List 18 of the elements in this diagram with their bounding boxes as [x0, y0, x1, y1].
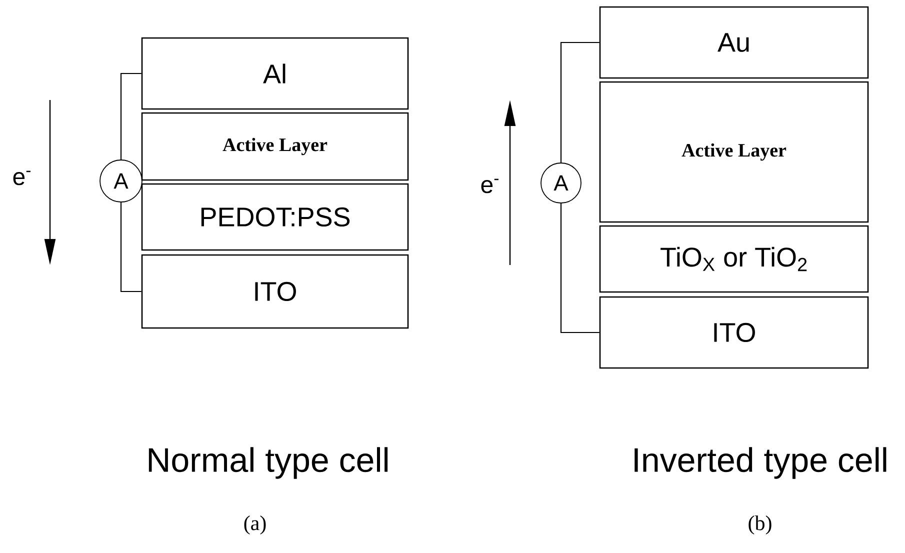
wire — [120, 72, 142, 160]
panel-label: (a) — [244, 515, 266, 534]
layer-box: ITO — [141, 254, 409, 329]
panel-label: (b) — [748, 515, 772, 534]
electron-label: e$^{-}$ — [481, 178, 498, 194]
layer-box: Active Layer — [141, 112, 409, 181]
caption: Normal type cell — [148, 447, 388, 479]
wire — [560, 42, 600, 163]
wire — [560, 203, 600, 334]
layer-box: Al — [141, 37, 409, 110]
electron-label: e$^{-}$ — [13, 170, 30, 186]
wire — [120, 202, 142, 292]
layer-box: TiO$_{X}$ or TiO$_{2}$ — [599, 225, 869, 293]
layer-box: Active Layer — [599, 81, 869, 223]
layer-box: Au — [599, 6, 869, 79]
caption: Inverted type cell — [634, 447, 886, 479]
layer-box: ITO — [599, 296, 869, 369]
layer-box: PEDOT:PSS — [141, 183, 409, 251]
